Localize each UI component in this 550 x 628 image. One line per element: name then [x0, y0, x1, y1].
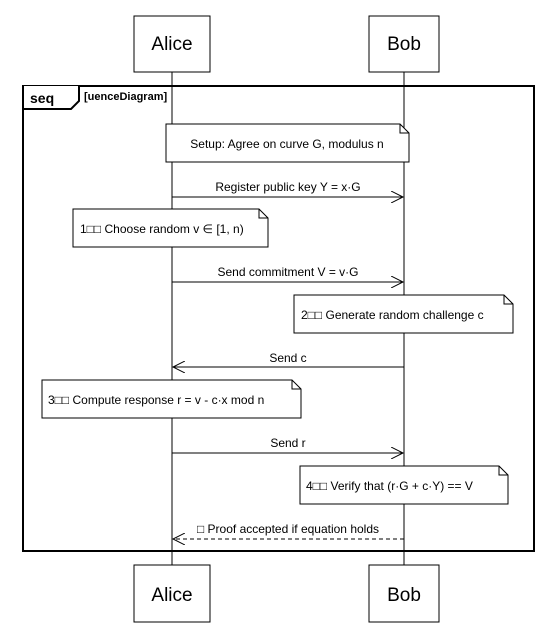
participant-bob-top: Bob — [368, 15, 440, 73]
participant-name: Alice — [151, 585, 192, 606]
participant-alice-top: Alice — [133, 15, 211, 73]
message-send-commitment: Send commitment V = v·G — [172, 265, 403, 282]
message-proof-accepted: □ Proof accepted if equation holds — [173, 522, 404, 539]
note-text: 1□□ Choose random v ∈ [1, n) — [80, 222, 244, 236]
message-label: Send commitment V = v·G — [217, 265, 358, 279]
message-label: Send c — [269, 351, 306, 365]
note-step-4: 4□□ Verify that (r·G + c·Y) == V — [299, 465, 509, 505]
note-step-3: 3□□ Compute response r = v - c·x mod n — [41, 379, 302, 419]
note-step-1: 1□□ Choose random v ∈ [1, n) — [72, 208, 269, 248]
note-setup: Setup: Agree on curve G, modulus n — [165, 123, 410, 163]
frame-label: [uenceDiagram] — [84, 91, 167, 103]
participant-alice-bottom: Alice — [133, 564, 211, 623]
participant-name: Bob — [387, 585, 421, 606]
note-text: 2□□ Generate random challenge c — [301, 308, 484, 322]
participant-bob-bottom: Bob — [368, 564, 440, 623]
participant-name: Bob — [387, 34, 421, 55]
sequence-frame: seq [uenceDiagram] — [22, 85, 535, 552]
message-label: Register public key Y = x·G — [215, 180, 360, 194]
message-send-c: Send c — [173, 351, 404, 367]
message-register-public-key: Register public key Y = x·G — [172, 180, 403, 197]
note-text: 4□□ Verify that (r·G + c·Y) == V — [306, 479, 473, 493]
participant-name: Alice — [151, 34, 192, 55]
message-label: Send r — [270, 436, 305, 450]
message-send-r: Send r — [172, 436, 403, 453]
note-text: Setup: Agree on curve G, modulus n — [190, 137, 383, 151]
message-label: □ Proof accepted if equation holds — [197, 522, 379, 536]
frame-tag: seq — [30, 90, 54, 106]
note-text: 3□□ Compute response r = v - c·x mod n — [48, 393, 264, 407]
note-step-2: 2□□ Generate random challenge c — [293, 294, 514, 334]
